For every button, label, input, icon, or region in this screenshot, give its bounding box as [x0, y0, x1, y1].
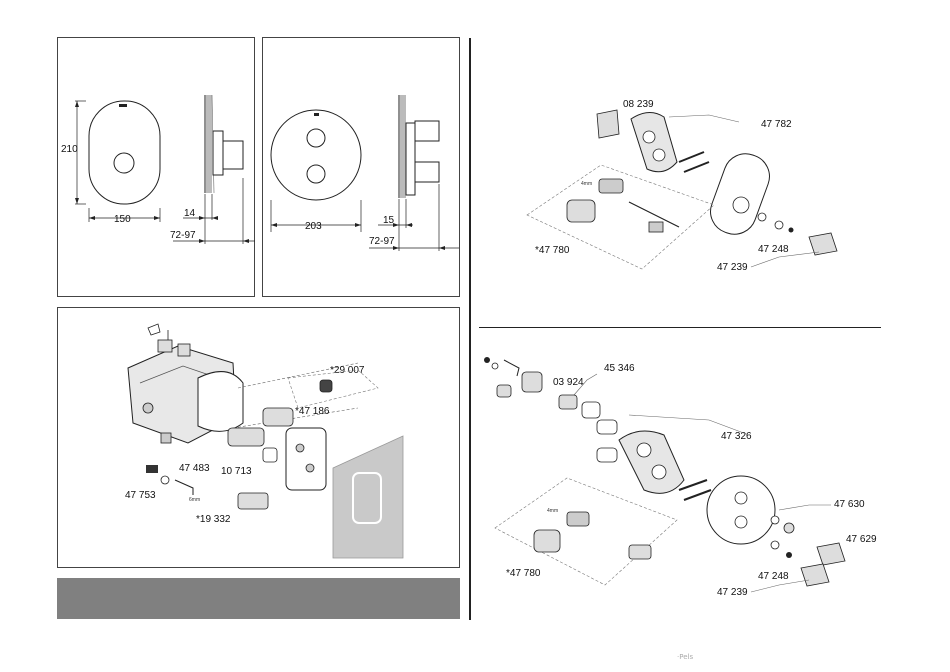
- part-47629: 47 629: [846, 534, 877, 545]
- part-47630: 47 630: [834, 499, 865, 510]
- oval-exploded-view: 08 239 47 782 4mm *47 780 47 248 47 239: [479, 37, 881, 325]
- dim-oval-depth: 14: [184, 208, 196, 219]
- part-47782: 47 782: [761, 119, 792, 130]
- hex-key-note-rough: 6mm: [189, 497, 200, 503]
- dim-oval-range: 72-97: [170, 230, 196, 241]
- round-dimensions-drawing: 203 15 72-97: [263, 38, 461, 298]
- horizontal-separator: [479, 327, 881, 328]
- oval-dimensions-drawing: 210 150 14 72-97: [58, 38, 256, 298]
- part-45346: 45 346: [604, 363, 635, 374]
- part-47483: 47 483: [179, 463, 210, 474]
- part-29007: *29 007: [330, 365, 365, 376]
- dim-oval-height: 210: [61, 144, 78, 155]
- dim-round-range: 72-97: [369, 236, 395, 247]
- part-08239: 08 239: [623, 99, 654, 110]
- dim-round-width: 203: [305, 221, 322, 232]
- dim-round-depth: 15: [383, 215, 395, 226]
- rough-in-drawing: *29 007 *47 186 47 483 10 713 6mm 47 753…: [58, 308, 461, 569]
- part-19332: *19 332: [196, 514, 231, 525]
- part-47239-round: 47 239: [717, 587, 748, 598]
- round-exploded-view: 03 924 45 346 47 326 4mm *47 780: [479, 340, 881, 625]
- oval-exploded-drawing: 08 239 47 782 4mm *47 780 47 248 47 239: [479, 37, 881, 325]
- vertical-separator: [469, 38, 471, 620]
- gray-footer-bar: [57, 578, 460, 619]
- part-47753: 47 753: [125, 490, 156, 501]
- rough-in-panel: *29 007 *47 186 47 483 10 713 6mm 47 753…: [57, 307, 460, 568]
- round-exploded-drawing: 03 924 45 346 47 326 4mm *47 780: [479, 340, 881, 625]
- part-47248-oval: 47 248: [758, 244, 789, 255]
- round-dimensions-panel: 203 15 72-97: [262, 37, 460, 297]
- part-47326: 47 326: [721, 431, 752, 442]
- part-47239-oval: 47 239: [717, 262, 748, 273]
- part-47248-round: 47 248: [758, 571, 789, 582]
- part-03924: 03 924: [553, 377, 584, 388]
- dim-oval-width: 150: [114, 214, 131, 225]
- hex-key-note-round: 4mm: [547, 508, 558, 514]
- oval-dimensions-panel: 210 150 14 72-97: [57, 37, 255, 297]
- part-47780-round: *47 780: [506, 568, 541, 579]
- part-47780-oval: *47 780: [535, 245, 570, 256]
- footer-mark: ·Pels: [677, 653, 693, 661]
- part-10713: 10 713: [221, 466, 252, 477]
- hex-key-note-oval: 4mm: [581, 181, 592, 187]
